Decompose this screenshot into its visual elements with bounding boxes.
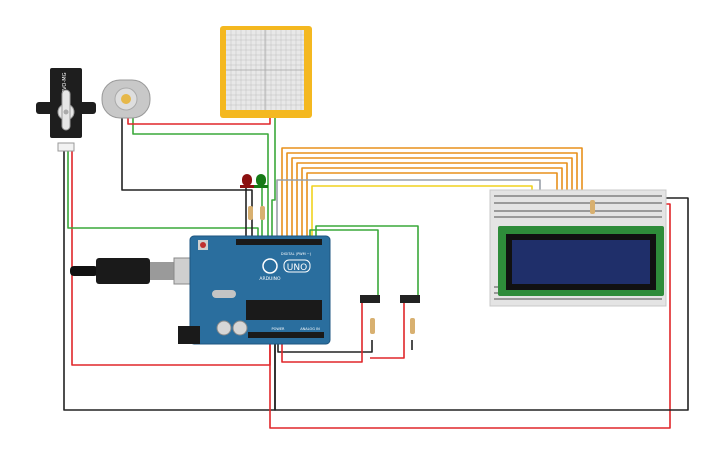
servo-label: SERVO-MG — [62, 72, 68, 99]
wire-panel-red — [127, 118, 271, 125]
analog-label: ANALOG IN — [300, 327, 320, 331]
led-resistors — [248, 206, 265, 220]
power-label: POWER — [272, 327, 286, 331]
wire-btn2-green — [315, 225, 419, 298]
button-resistors — [370, 318, 415, 334]
arduino-brand: ARDUINO — [259, 276, 281, 282]
wire-btn2-red — [370, 300, 405, 359]
arduino-model: UNO — [287, 263, 307, 273]
digital-label: DIGITAL (PWM ~) — [281, 252, 312, 256]
breadboard-resistor — [590, 200, 595, 214]
wire-panel-green — [271, 118, 276, 240]
dc-motor[interactable] — [101, 79, 151, 119]
wire-btn1-green — [309, 229, 379, 298]
pushbutton-1[interactable] — [360, 295, 380, 303]
wire-motor-black — [121, 118, 253, 240]
wire-btn-red — [281, 300, 363, 363]
arduino-uno-board[interactable]: ARDUINO UNO DIGITAL (PWM ~) POWER ANALOG… — [178, 235, 331, 345]
lcd-display[interactable] — [498, 226, 664, 296]
red-led[interactable] — [240, 174, 254, 188]
servo-motor[interactable]: SERVO-MG — [36, 68, 96, 152]
pushbutton-2[interactable] — [400, 295, 420, 303]
wire-lcd-gray — [276, 179, 541, 240]
wire-red-long — [269, 203, 671, 429]
green-led[interactable] — [254, 174, 268, 188]
wire-black-long — [274, 197, 689, 411]
wire-lcd-1 — [281, 147, 583, 240]
usb-cable — [70, 257, 199, 285]
wire-btn1-res — [277, 340, 373, 353]
wire-servo-green — [67, 150, 259, 240]
solar-panel[interactable] — [220, 26, 312, 118]
